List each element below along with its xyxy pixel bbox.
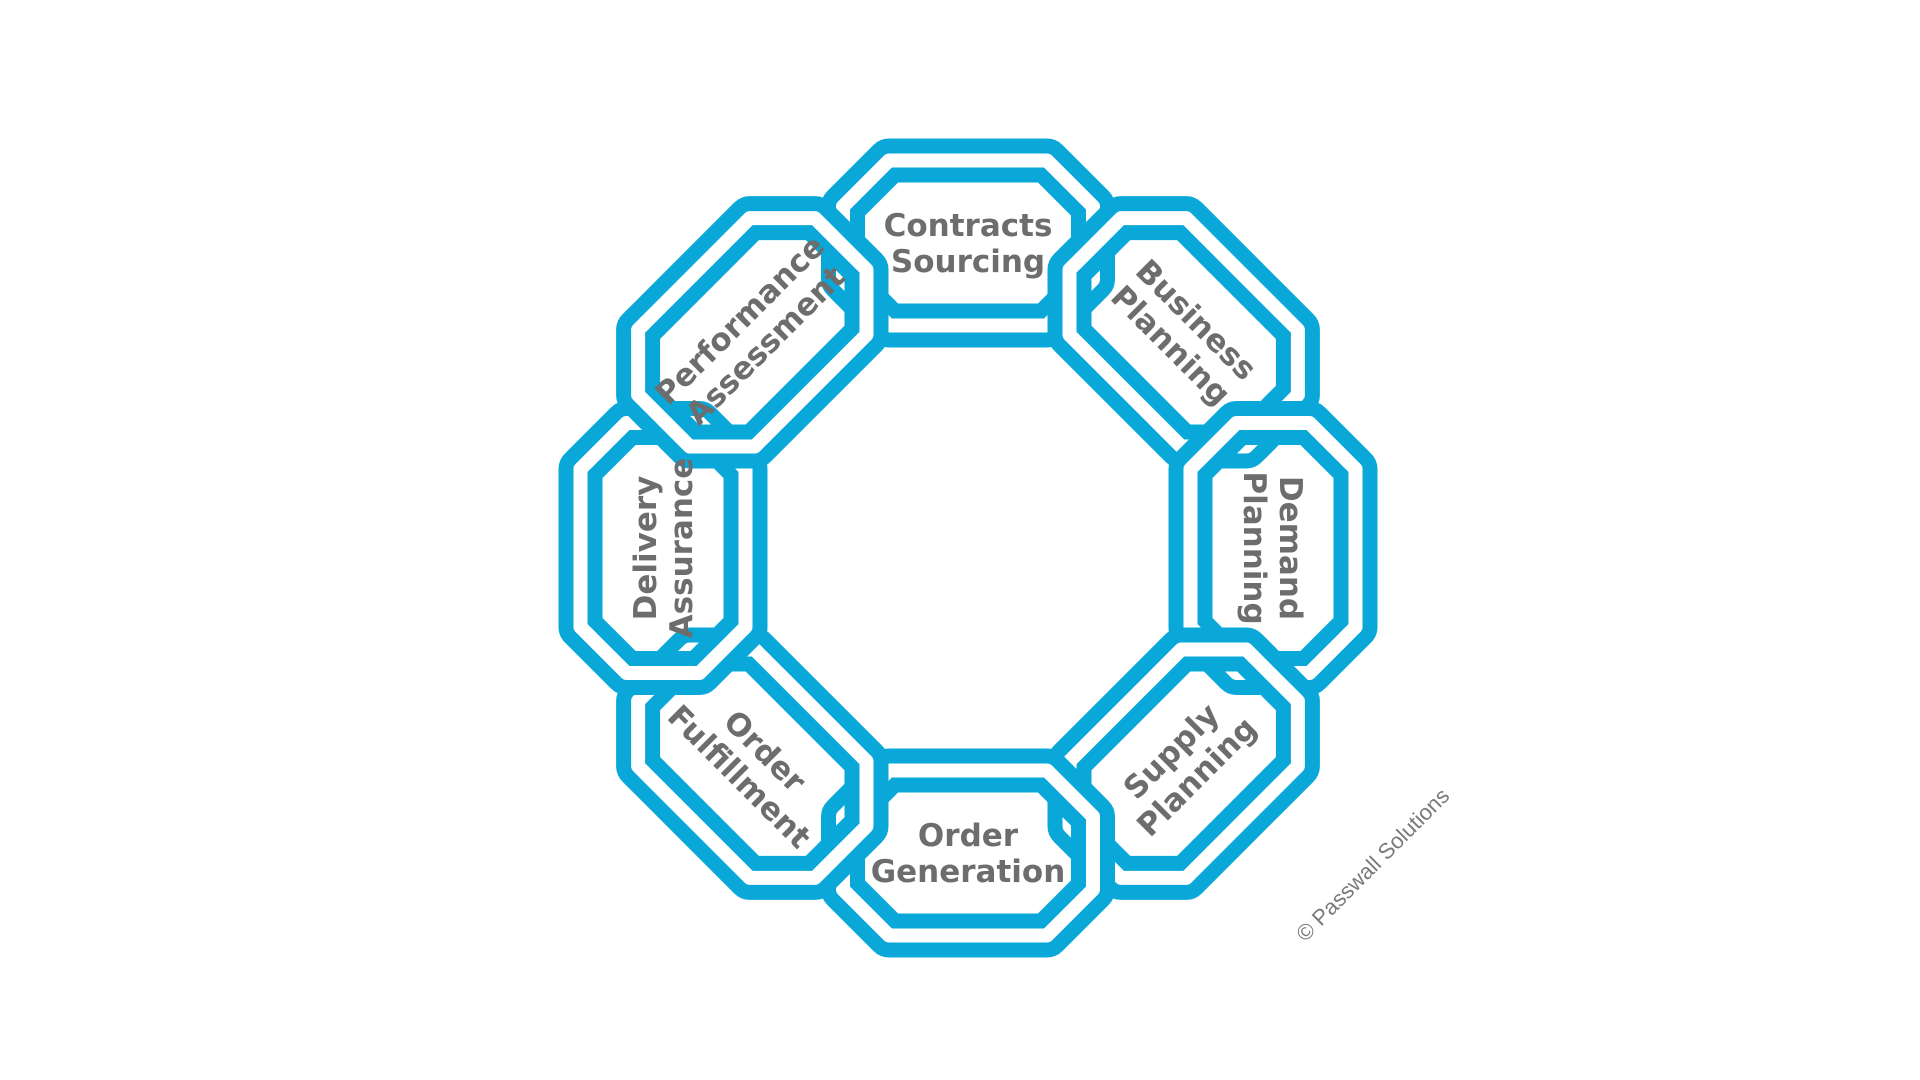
chain-link-business-planning xyxy=(1047,196,1320,469)
chain-link-gap xyxy=(1062,211,1305,454)
chain-link-gap xyxy=(573,416,753,680)
chain-link-order-generation xyxy=(821,748,1115,958)
link-label-line: Contracts xyxy=(884,208,1053,244)
link-label-line: Planning xyxy=(1236,471,1272,624)
link-label-demand-planning: DemandPlanning xyxy=(1236,471,1308,624)
link-label-delivery-assurance: DeliveryAssurance xyxy=(628,458,700,639)
copyright-notice: © Passwall Solutions xyxy=(1291,783,1454,946)
chain-link-gap xyxy=(1062,642,1305,885)
link-label-line: Demand xyxy=(1272,476,1308,620)
chain-link-gap xyxy=(1183,416,1363,680)
chain-link-performance-assessment xyxy=(616,196,889,469)
link-label-line: Generation xyxy=(871,854,1066,890)
link-label-line: Delivery xyxy=(628,476,664,621)
link-label-line: Sourcing xyxy=(891,244,1045,280)
chain-link-gap xyxy=(631,642,874,885)
chain-link-order-fulfillment xyxy=(616,627,889,900)
chain-link-gap xyxy=(631,211,874,454)
link-label-line: Assurance xyxy=(664,458,700,639)
link-label-line: Order xyxy=(918,818,1019,854)
chain-link-demand-planning xyxy=(1168,401,1378,695)
chain-link-gap xyxy=(836,763,1100,943)
chain-link-delivery-assurance xyxy=(558,401,768,695)
chain-link-supply-planning xyxy=(1047,627,1320,900)
